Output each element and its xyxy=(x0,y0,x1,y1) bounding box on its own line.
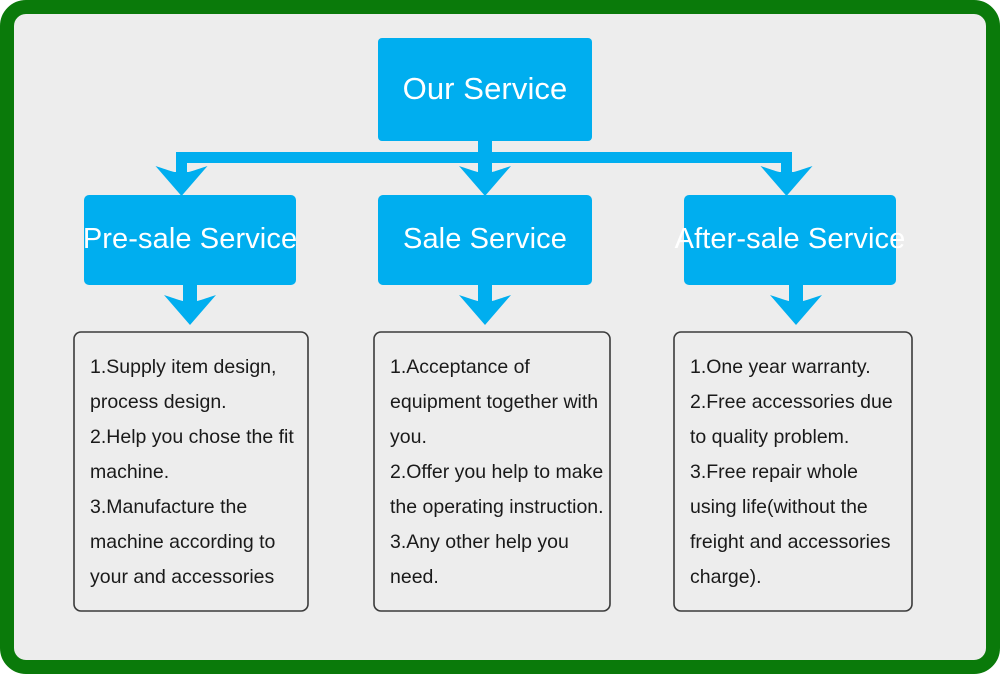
node-box-root xyxy=(378,38,592,141)
detail-box-sale xyxy=(373,331,611,612)
detail-text-pre-sale: 1.Supply item design, process design. 2.… xyxy=(90,356,294,588)
node-box-sale xyxy=(378,195,592,285)
connector-drop-right xyxy=(781,152,792,184)
root-node-label[interactable]: Our Service xyxy=(402,71,568,107)
detail-box-pre-sale xyxy=(73,331,309,612)
node-box-after-sale xyxy=(684,195,896,285)
detail-text-after-sale: 1.One year warranty. 2.Free accessories … xyxy=(690,356,893,588)
node-box-pre-sale xyxy=(84,195,296,285)
node-label-pre-sale[interactable]: Pre-sale Service xyxy=(82,223,298,256)
node-label-sale[interactable]: Sale Service xyxy=(403,223,567,256)
detail-text-sale: 1.Acceptance of equipment together with … xyxy=(390,356,604,588)
detail-box-after-sale xyxy=(673,331,913,612)
connector-drop-left xyxy=(176,152,187,184)
node-label-after-sale[interactable]: After-sale Service xyxy=(674,223,906,256)
